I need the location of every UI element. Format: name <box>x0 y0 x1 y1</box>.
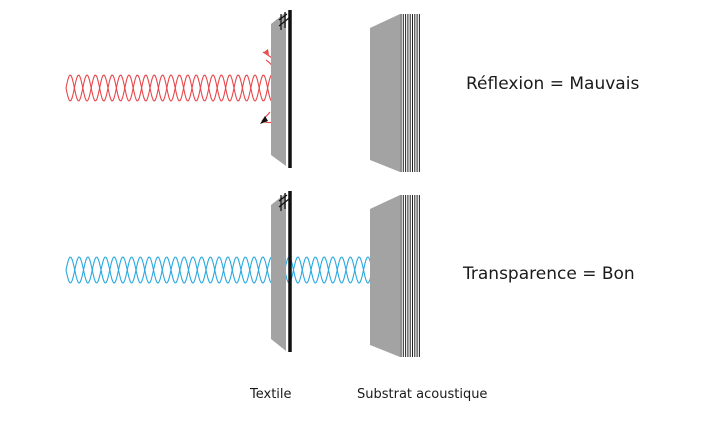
substrate-caption: Substrat acoustique <box>357 387 488 402</box>
substrate-layers-top <box>400 14 420 172</box>
substrate-panel-bottom <box>370 195 420 357</box>
substrate-face-bottom <box>370 195 400 357</box>
reflection-label: Réflexion = Mauvais <box>466 74 640 94</box>
waves-layer <box>65 49 379 284</box>
textile-caption: Textile <box>250 387 292 402</box>
substrate-panel-top <box>370 14 420 172</box>
textile-panel-bottom <box>271 191 292 352</box>
textile-weave-bottom <box>278 193 290 211</box>
transmitted-wave <box>65 256 379 284</box>
reflection-arrow-head <box>260 116 268 124</box>
reflection-arrow-tip <box>264 49 269 55</box>
substrate-face-top <box>370 14 400 172</box>
textile-weave-top <box>278 12 290 30</box>
textile-panel-top <box>271 10 292 168</box>
transparency-label: Transparence = Bon <box>463 264 635 284</box>
transmitted-wave-inverse <box>65 256 379 284</box>
textile-face-top <box>271 12 286 166</box>
incident-wave-top <box>65 74 273 102</box>
incident-wave-top-inverse <box>65 74 273 102</box>
textile-face-bottom <box>271 193 286 351</box>
substrate-layers-bottom <box>400 195 420 357</box>
